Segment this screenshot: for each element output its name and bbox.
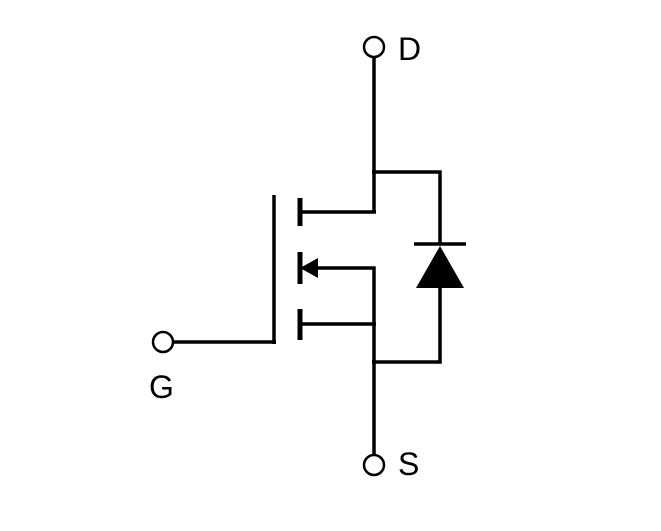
gate-terminal [151,330,175,354]
source-label: S [398,446,420,482]
body-wire [314,266,376,324]
diode-drain-wire [372,170,442,244]
gate-label: G [149,369,174,405]
diode-triangle [416,246,464,288]
diode-source-wire [372,288,442,364]
drain-label: D [398,31,422,67]
source-terminal [362,453,386,477]
body-arrow [300,258,318,278]
drain-terminal [362,35,386,59]
